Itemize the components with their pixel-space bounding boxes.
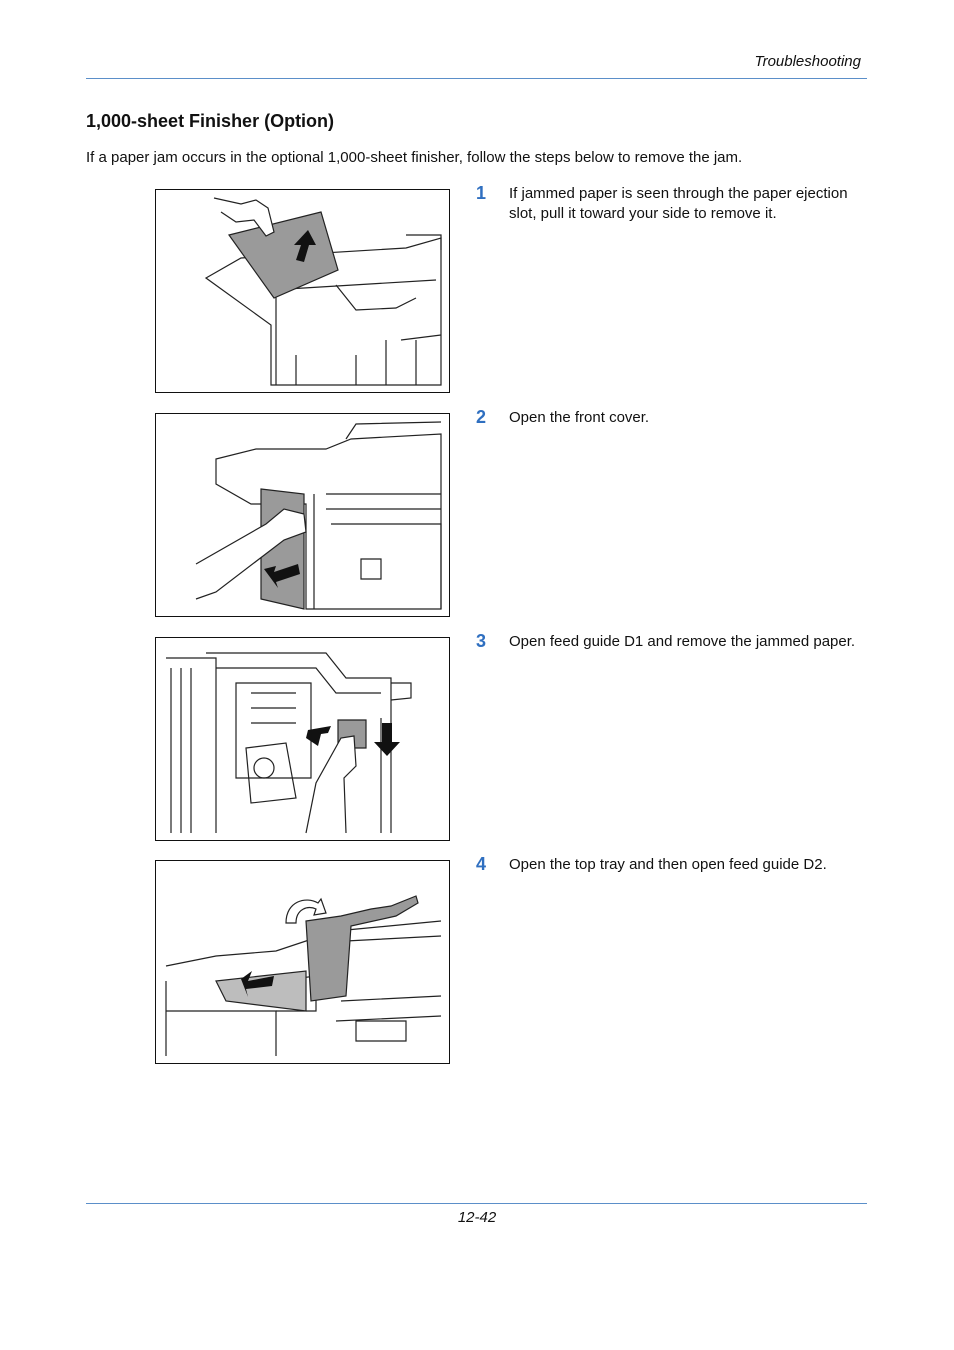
step-1-text: If jammed paper is seen through the pape… <box>509 185 848 222</box>
step-2-figure <box>155 413 450 617</box>
step-2-number: 2 <box>476 407 487 427</box>
feed-guide-d1-illustration <box>166 652 412 834</box>
top-tray-feed-guide-d2-illustration <box>165 895 442 1056</box>
step-4-number: 4 <box>476 854 487 874</box>
step-4-figure <box>155 860 450 1064</box>
step-3-text: Open feed guide D1 and remove the jammed… <box>509 633 856 650</box>
page-number: 12-42 <box>457 1209 497 1226</box>
step-1-figure <box>155 189 450 393</box>
header-title: Troubleshooting <box>754 53 861 70</box>
finisher-front-cover-illustration <box>195 421 442 610</box>
intro-paragraph: If a paper jam occurs in the optional 1,… <box>86 149 743 166</box>
step-1-number: 1 <box>476 183 487 203</box>
step-3-number: 3 <box>476 631 487 651</box>
footer-rule <box>86 1203 867 1204</box>
section-title: 1,000-sheet Finisher (Option) <box>86 111 335 131</box>
header-rule <box>86 78 867 79</box>
step-4-text: Open the top tray and then open feed gui… <box>509 856 827 873</box>
step-3-figure <box>155 637 450 841</box>
finisher-paper-ejection-illustration <box>204 197 442 386</box>
step-2-text: Open the front cover. <box>509 409 650 426</box>
